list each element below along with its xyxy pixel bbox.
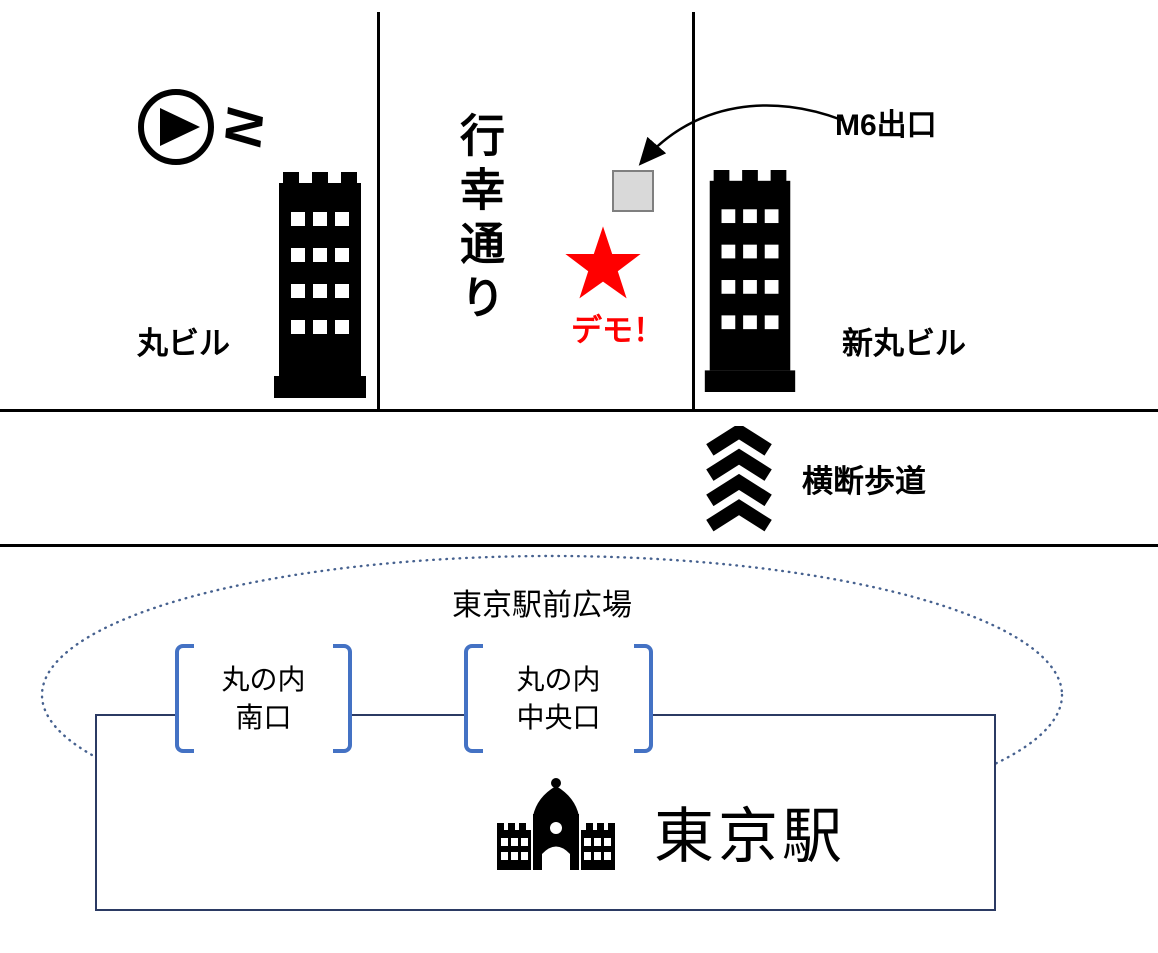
gate-bracket-right-icon bbox=[634, 644, 653, 753]
building-label-shinmaru: 新丸ビル bbox=[842, 326, 966, 361]
station-icon bbox=[497, 778, 615, 870]
m6-exit-label: M6出口 bbox=[835, 109, 937, 142]
building-icon-shinmaru bbox=[704, 170, 796, 392]
building-label-maru: 丸ビル bbox=[137, 326, 230, 361]
m6-exit-marker bbox=[612, 170, 654, 212]
plaza-ellipse bbox=[40, 554, 1064, 836]
road-edge-upper bbox=[0, 409, 1158, 412]
gate-marunouchi-south: 丸の内 南口 bbox=[175, 644, 352, 753]
gate-label-line1: 丸の内 bbox=[516, 663, 601, 695]
building-icon-maru bbox=[274, 172, 366, 398]
station-name-label: 東京駅 bbox=[654, 803, 846, 870]
gate-bracket-left-icon bbox=[464, 644, 483, 753]
street-edge-right bbox=[692, 12, 695, 410]
compass-icon: N bbox=[138, 89, 274, 165]
crosswalk-label: 横断歩道 bbox=[802, 464, 926, 499]
gate-label-line2: 南口 bbox=[235, 701, 292, 733]
demo-label: デモ！ bbox=[571, 313, 664, 348]
gate-bracket-left-icon bbox=[175, 644, 194, 753]
compass-north-label: N bbox=[213, 105, 274, 149]
crosswalk-icon bbox=[706, 426, 772, 532]
gate-label-line1: 丸の内 bbox=[221, 663, 306, 695]
demo-star-icon bbox=[565, 226, 641, 299]
plaza-label: 東京駅前広場 bbox=[452, 589, 632, 622]
gate-label-line2: 中央口 bbox=[516, 701, 601, 733]
m6-callout-arrow bbox=[638, 104, 843, 166]
street-edge-left bbox=[377, 12, 380, 410]
gate-bracket-right-icon bbox=[333, 644, 352, 753]
road-edge-lower bbox=[0, 544, 1158, 547]
street-name: 行幸通り bbox=[453, 112, 504, 328]
gate-marunouchi-central: 丸の内 中央口 bbox=[464, 644, 653, 753]
